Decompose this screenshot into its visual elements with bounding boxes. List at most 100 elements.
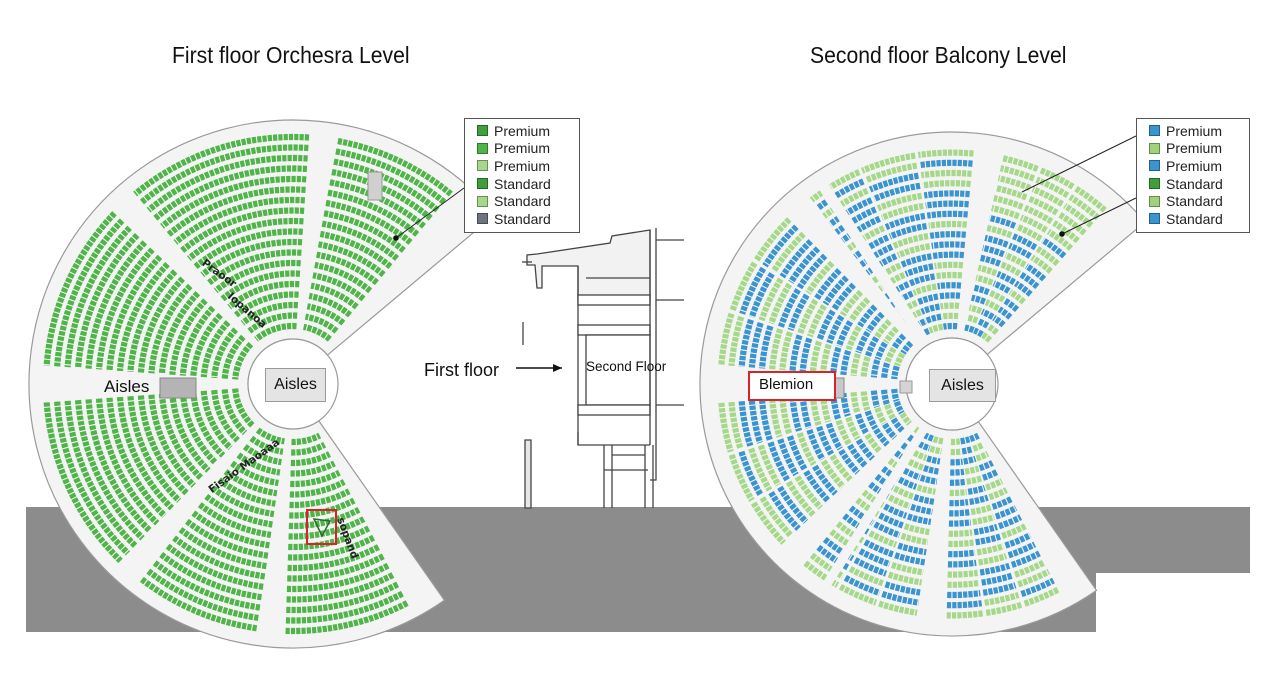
seat-row [864,162,918,184]
seat-row [973,523,998,536]
seat-row [785,480,816,517]
seat-row [917,149,974,159]
seat-row [943,322,958,330]
building-section [522,228,684,509]
seat-row [750,501,786,545]
legend-swatch [477,142,488,154]
seat-row [919,159,973,169]
seat-row [946,600,983,609]
seat-row [728,453,755,502]
seat-row [880,389,890,405]
seat-row [913,494,935,505]
seat-row [286,581,400,614]
seat-row [835,521,865,544]
seat-row [1019,214,1048,233]
seat-row [1039,167,1075,190]
seat-row [158,393,204,481]
seat-row [255,427,285,445]
seat-row [234,291,299,318]
seat-row [907,458,924,471]
seat-row [995,185,1028,201]
seat-row [193,228,303,270]
seat-row [839,289,864,317]
legend-label: Premium [494,140,551,157]
seat-row [777,485,809,524]
seat-row [988,289,1006,303]
seat-row [923,190,970,199]
seat-row [816,425,834,456]
seat-row [880,362,891,379]
seat-row [291,441,327,456]
aisles-layer [811,171,930,599]
seat-row [223,469,278,497]
legend-item: Premium [1149,140,1239,158]
balcony-aisles-label: Aisles [929,369,996,402]
seat-row [288,525,371,551]
balcony-highlight-box [748,371,836,401]
seat-row [317,241,386,278]
seat-row [884,346,897,364]
seat-row [894,352,906,367]
seat-row [840,349,852,376]
seat-row [748,447,773,492]
seat-row [973,327,984,338]
seat-row [106,397,167,518]
seat-row [738,400,754,447]
seat-row [928,220,967,229]
legend-leader-line-2a [1021,135,1137,193]
seat-row [949,509,970,517]
seat-row [970,294,986,305]
legend-label: Standard [494,175,551,192]
seat-row [1010,550,1041,568]
seat-row [961,446,974,455]
seat-row [166,186,306,237]
seat-row [872,182,921,202]
seat-row [768,490,801,531]
seat-row [759,496,794,538]
seat-row [1003,297,1020,313]
seat-row [816,544,850,571]
seat-row [310,282,359,310]
seat-row [935,271,963,280]
seat-row [997,514,1023,530]
seat-row [762,224,799,268]
seat-row [1013,280,1033,297]
seat-row [816,309,836,341]
seat-row [855,438,875,461]
seat-row [978,553,1008,566]
seat-row [148,394,196,488]
seat-row [947,569,978,578]
seat-row [948,529,973,537]
seat-row [200,390,233,451]
seat-row [865,253,898,276]
seat-row [179,305,216,376]
seat-row [972,514,995,526]
seat-row [925,200,969,209]
seat-row [888,494,911,510]
seat-row [949,499,969,507]
seat-row [848,297,871,323]
seat-row [979,254,1002,267]
seat-row [946,610,984,619]
seat-row [1015,223,1043,242]
seat-row [820,459,846,489]
seat-row [809,169,861,203]
seat-row [767,441,790,482]
seat-row [938,292,961,300]
seat-row [316,251,379,286]
seat-row [803,469,831,503]
seat-row [1020,577,1055,597]
seat-row [926,455,941,465]
seat-row [197,502,272,538]
seat-row [972,441,985,452]
legend-leader-line [395,187,465,239]
seat-row [169,298,208,376]
seat-row [173,196,306,245]
seat-row [240,301,299,326]
seat-row [200,238,303,278]
legend-item: Premium [477,140,569,158]
aisle-block-left [159,377,197,399]
seat-row [893,400,905,415]
seat-row [139,144,309,205]
section-arrow-head [553,364,562,372]
